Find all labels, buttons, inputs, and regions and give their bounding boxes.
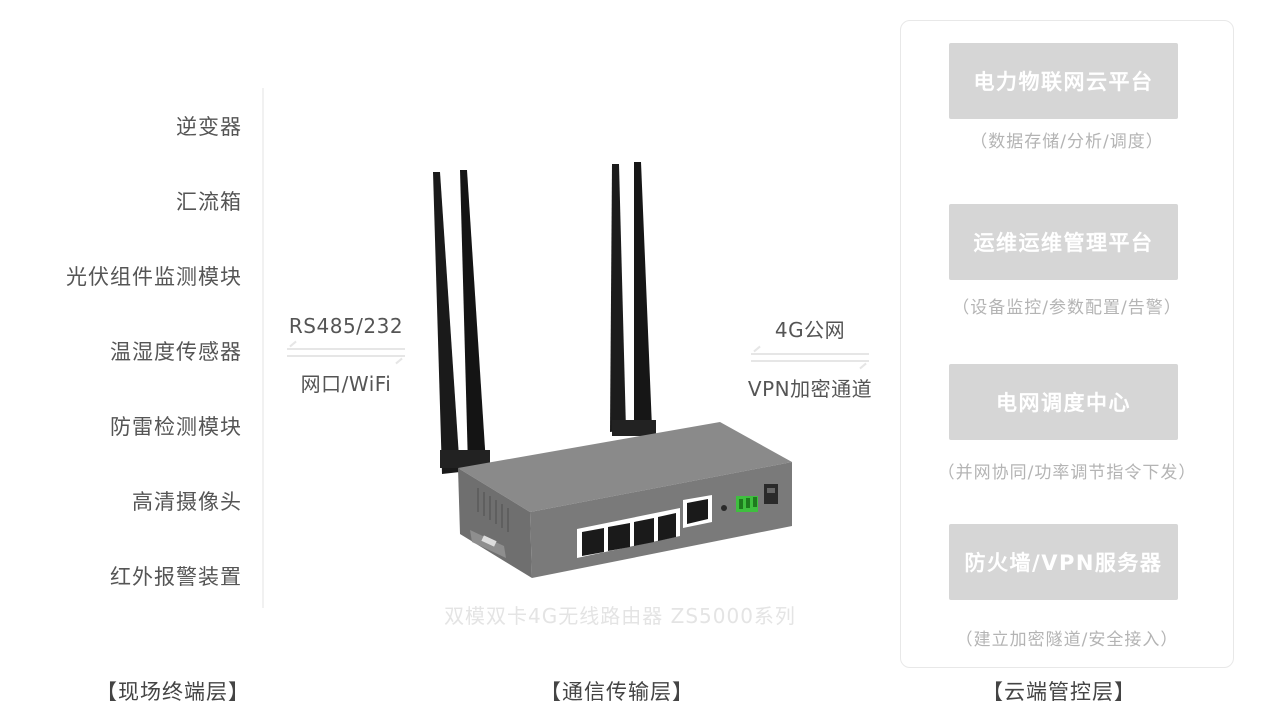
cloud-platform-desc: （数据存储/分析/调度）: [970, 132, 1164, 152]
field-item-lightning-detection: 防雷检测模块: [110, 415, 242, 439]
field-item-pv-module-monitor: 光伏组件监测模块: [66, 265, 242, 289]
layer-label-transport: 【通信传输层】: [540, 680, 694, 704]
cloud-platform-button[interactable]: 电力物联网云平台: [949, 43, 1178, 119]
firewall-vpn-desc: （建立加密隧道/安全接入）: [955, 630, 1179, 650]
bidirectional-arrow-icon: [751, 345, 869, 370]
field-link-medium: 网口/WiFi: [300, 372, 392, 396]
field-item-inverter: 逆变器: [176, 115, 242, 139]
layer-label-field: 【现场终端层】: [96, 680, 250, 704]
cloud-link-channel: VPN加密通道: [747, 377, 873, 401]
field-item-hd-camera: 高清摄像头: [132, 490, 242, 514]
cloud-link-network: 4G公网: [774, 318, 846, 342]
firewall-vpn-button[interactable]: 防火墙/VPN服务器: [949, 524, 1178, 600]
bidirectional-arrow-icon: [287, 340, 405, 365]
field-link: RS485/232 网口/WiFi: [276, 314, 416, 397]
grid-dispatch-button[interactable]: 电网调度中心: [949, 364, 1178, 440]
router-illustration-icon: [433, 162, 792, 578]
cloud-link: 4G公网 VPN加密通道: [730, 314, 890, 402]
cloud-panel: 电力物联网云平台 （数据存储/分析/调度） 运维运维管理平台 （设备监控/参数配…: [900, 20, 1234, 668]
om-platform-button[interactable]: 运维运维管理平台: [949, 204, 1178, 280]
om-platform-desc: （设备监控/参数配置/告警）: [952, 298, 1182, 318]
field-terminal-list: 逆变器 汇流箱 光伏组件监测模块 温湿度传感器 防雷检测模块 高清摄像头 红外报…: [0, 0, 242, 720]
router-device-image: [420, 150, 820, 590]
field-item-infrared-alarm: 红外报警装置: [110, 565, 242, 589]
device-caption: 双模双卡4G无线路由器 ZS5000系列: [444, 604, 796, 628]
field-item-combiner-box: 汇流箱: [176, 190, 242, 214]
layer-label-cloud: 【云端管控层】: [982, 680, 1136, 704]
vertical-divider: [262, 88, 264, 608]
grid-dispatch-desc: （并网协同/功率调节指令下发）: [937, 463, 1197, 483]
field-item-temp-humidity-sensor: 温湿度传感器: [110, 340, 242, 364]
field-link-protocol: RS485/232: [288, 314, 404, 338]
